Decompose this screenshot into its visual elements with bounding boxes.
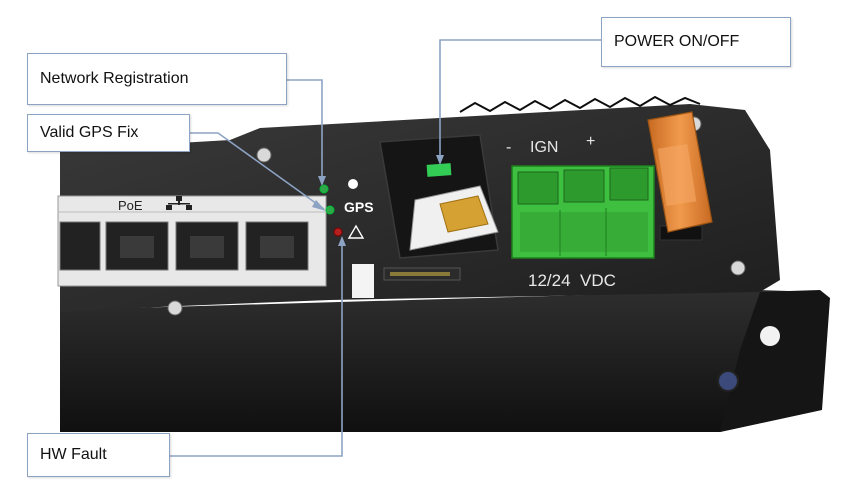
status-window (352, 264, 374, 298)
power-on-off-callout: POWER ON/OFF (601, 17, 791, 67)
device-front-face (60, 290, 820, 432)
ethernet-port[interactable] (59, 221, 101, 271)
network-registration-callout: Network Registration (27, 53, 287, 105)
network-icon (166, 196, 192, 210)
ign-label: IGN (530, 139, 558, 156)
fuse[interactable] (647, 111, 713, 241)
poe-label: PoE (118, 198, 143, 213)
power-switch-indicator (426, 163, 452, 177)
gps-fix-leader (190, 132, 325, 210)
power-terminal-block[interactable] (511, 165, 655, 259)
antenna-connector (717, 370, 739, 392)
heatsink-ribs (459, 95, 701, 113)
valid-gps-fix-label: Valid GPS Fix (40, 124, 139, 141)
minus-label: - (506, 139, 511, 156)
power-leader (439, 39, 601, 162)
power-on-off-label: POWER ON/OFF (614, 33, 740, 50)
voltage-label: 12/24 VDC (528, 271, 616, 290)
network-registration-leader (287, 79, 323, 183)
mounting-flange (720, 290, 830, 432)
gps-fix-led (325, 205, 335, 215)
gps-label: GPS (344, 199, 374, 215)
leader-arrowheads (312, 155, 444, 246)
hw-fault-led (333, 227, 343, 237)
ethernet-ports (59, 221, 309, 271)
hw-fault-label: HW Fault (40, 446, 107, 463)
network-registration-led (319, 184, 329, 194)
globe-icon (348, 179, 358, 189)
mounting-hole (760, 326, 780, 346)
leader-lines (170, 39, 601, 457)
hw-fault-leader (170, 238, 343, 457)
valid-gps-fix-callout: Valid GPS Fix (27, 114, 190, 152)
network-registration-label: Network Registration (40, 70, 189, 87)
warning-icon (347, 224, 365, 239)
hw-fault-callout: HW Fault (27, 433, 170, 477)
plus-label: + (586, 133, 595, 150)
